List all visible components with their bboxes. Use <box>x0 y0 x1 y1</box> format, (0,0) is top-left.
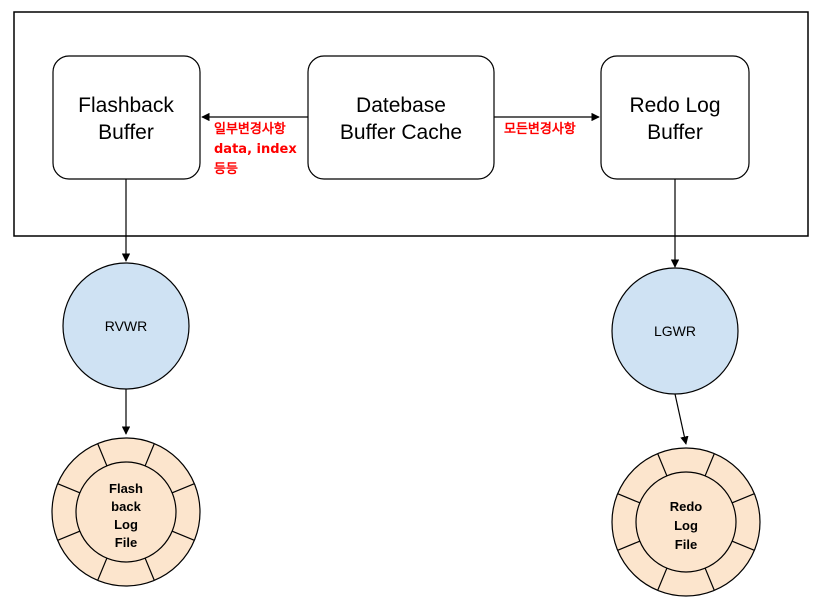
annotation-all-changes: 모든변경사항 <box>504 121 576 137</box>
flashback-file-label-4: File <box>115 535 137 550</box>
flashback-log-file: Flash back Log File <box>51 437 201 587</box>
ring-segment-divider <box>57 530 81 541</box>
db-buffer-cache-label-1: Datebase <box>356 94 446 117</box>
db-buffer-cache-box: Datebase Buffer Cache <box>307 55 495 180</box>
flashback-buffer-label-2: Buffer <box>98 121 154 144</box>
ring-segment-divider <box>57 483 81 494</box>
ring-segment-divider <box>617 493 641 504</box>
flashback-file-label-1: Flash <box>109 481 143 496</box>
redo-log-buffer-box: Redo Log Buffer <box>600 55 750 180</box>
lgwr-process: LGWR <box>611 267 739 395</box>
redo-log-file-segments <box>617 453 755 591</box>
redo-log-buffer-label-1: Redo Log <box>629 94 720 117</box>
lgwr-label: LGWR <box>654 323 696 339</box>
ring-segment-divider <box>731 540 755 551</box>
annotation-etc: 등등 <box>214 162 238 177</box>
flashback-buffer-label-1: Flashback <box>78 94 174 117</box>
flashback-file-label-3: Log <box>114 517 138 532</box>
annotation-data-index: data, index <box>214 142 297 157</box>
flashback-log-file-segments <box>57 443 195 581</box>
ring-segment-divider <box>97 557 108 581</box>
arrow-lgwr-to-redo-log <box>674 393 689 445</box>
redo-file-label-2: Log <box>674 518 698 533</box>
db-buffer-cache-label-2: Buffer Cache <box>340 121 462 144</box>
redo-file-label-1: Redo <box>670 499 703 514</box>
sga-container <box>13 11 809 237</box>
flashback-buffer-box: Flashback Buffer <box>52 55 201 180</box>
ring-segment-divider <box>704 567 715 591</box>
annotation-partial-changes: 일부변경사항 <box>214 121 286 137</box>
ring-segment-divider <box>657 453 668 477</box>
redo-file-label-3: File <box>675 537 697 552</box>
ring-segment-divider <box>617 540 641 551</box>
rvwr-label: RVWR <box>105 318 148 334</box>
rvwr-process: RVWR <box>62 262 190 390</box>
redo-log-buffer-label-2: Buffer <box>647 121 703 144</box>
ring-segment-divider <box>144 443 155 467</box>
ring-segment-divider <box>171 530 195 541</box>
ring-segment-divider <box>171 483 195 494</box>
ring-segment-divider <box>704 453 715 477</box>
flashback-file-label-2: back <box>111 499 141 514</box>
ring-segment-divider <box>731 493 755 504</box>
redo-log-file: Redo Log File <box>611 447 761 597</box>
ring-segment-divider <box>144 557 155 581</box>
ring-segment-divider <box>657 567 668 591</box>
ring-segment-divider <box>97 443 108 467</box>
